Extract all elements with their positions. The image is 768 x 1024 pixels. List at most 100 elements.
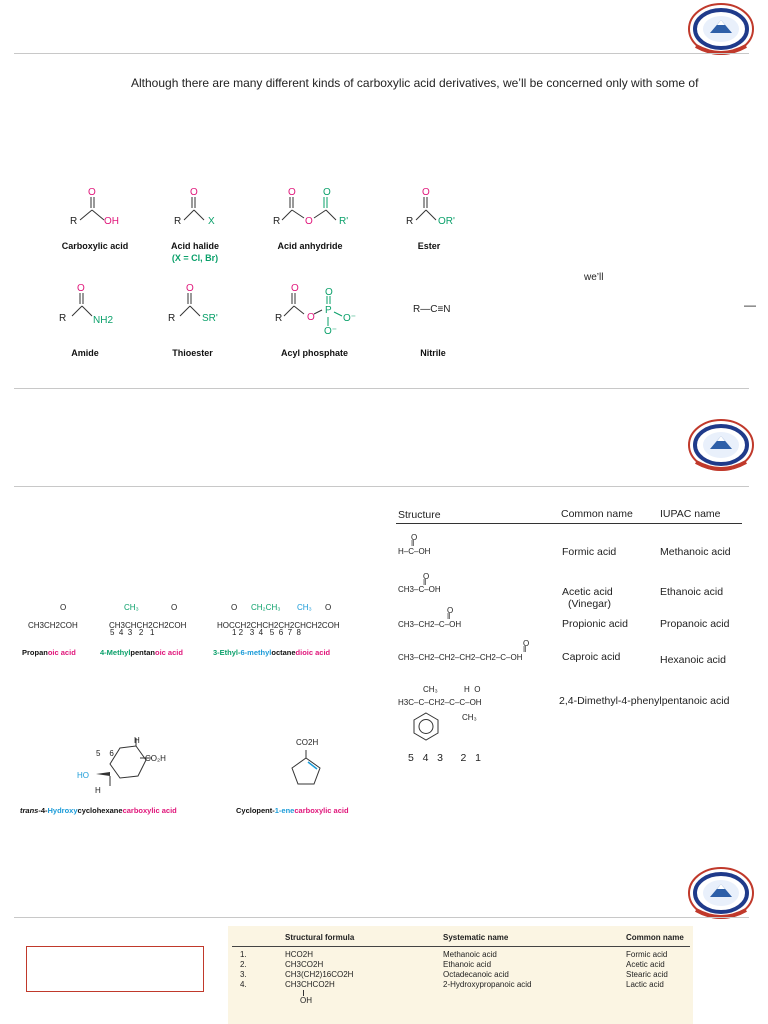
phenyl-ch3-top: CH₃: [423, 685, 438, 694]
t3-header-common: Common name: [626, 933, 684, 942]
t3-row3-num: 3.: [240, 970, 247, 979]
anhydride-r2: R': [339, 216, 349, 227]
row-phenyl-common: 2,4-Dimethyl-4-phenylpentanoic acid: [559, 695, 730, 707]
amide-structure: [71, 293, 93, 317]
ester-r: R: [406, 216, 414, 227]
formic-o: O: [411, 533, 418, 542]
t3-row4-common: Lactic acid: [626, 980, 664, 989]
university-logo: [686, 418, 756, 476]
t3-row1-common: Formic acid: [626, 950, 668, 959]
university-logo: [686, 866, 756, 924]
ex2-ch3: CH₃: [124, 603, 139, 612]
phosphate-o-top: O: [325, 287, 333, 298]
t3-rule: [232, 946, 690, 947]
halide-o: O: [190, 187, 198, 198]
amide-r: R: [59, 313, 67, 324]
ex3-name: 3-Ethyl-6-methyloctanedioic acid: [213, 648, 331, 657]
caproic-dbl: ‖: [523, 645, 527, 654]
acetic-o: O: [423, 572, 430, 581]
t3-row2-num: 2.: [240, 960, 247, 969]
ex2-numbers: 5 4 3 2 1: [110, 628, 155, 637]
ex3-ethyl: CH₂CH₃: [251, 603, 281, 612]
ester-structure: [415, 197, 437, 221]
cyclohexane-ring: [96, 738, 152, 786]
acetic-dbl: ‖: [423, 578, 427, 587]
label-amide: Amide: [71, 348, 99, 358]
t3-row2-formula: CH3CO2H: [285, 960, 324, 969]
row-propionic-iupac: Propanoic acid: [660, 618, 730, 630]
ex3-methyl: CH₃: [297, 603, 312, 612]
label-carboxylic-acid: Carboxylic acid: [61, 241, 129, 251]
side-dash: —: [744, 298, 756, 312]
divider: [14, 388, 749, 389]
t3-row3-systematic: Octadecanoic acid: [443, 970, 509, 979]
ex3-formula: HOCCH2CHCH2CH2CHCH2COH: [217, 621, 340, 630]
t3-row3-formula: CH3(CH2)16CO2H: [285, 970, 354, 979]
cyclopentene-co2h: CO2H: [296, 738, 319, 747]
ex2-formula: CH3CHCH2CH2COH: [109, 621, 187, 630]
phosphate-o-minus-right: O⁻: [343, 313, 357, 324]
row-caproic-structure: CH3–CH2–CH2–CH2–CH2–C–OH: [398, 653, 523, 662]
ester-o: O: [422, 187, 430, 198]
ex2-name: 4-Methylpentanoic acid: [100, 648, 183, 657]
label-nitrile: Nitrile: [420, 348, 446, 358]
empty-red-box: [26, 946, 204, 992]
cyclohexane-co2h: CO₂H: [145, 754, 166, 763]
carboxylic-acid-structure: [79, 197, 105, 221]
acid-anhydride-structure: [281, 197, 337, 221]
acid-halide-structure: [183, 197, 205, 221]
side-text: we’ll: [584, 272, 604, 283]
acyl-phosphate-structure: [283, 293, 343, 326]
label-ester: Ester: [417, 241, 441, 251]
label-acyl-phosphate: Acyl phosphate: [280, 348, 348, 358]
names-table: [228, 926, 693, 1024]
ex1-formula: CH3CH2COH: [28, 621, 78, 630]
header-common-name: Common name: [561, 508, 633, 520]
thioester-r: R: [168, 313, 176, 324]
ex1-o: O: [60, 603, 67, 612]
thioester-sr: SR': [202, 313, 218, 324]
t3-row4-bond: [303, 990, 304, 996]
header-iupac-name: IUPAC name: [660, 508, 721, 520]
row-phenyl-structure: H3C–C–CH2–C–C–OH: [398, 698, 482, 707]
nitrile-formula: R—C≡N: [413, 304, 451, 315]
phosphate-o-minus-bottom: O⁻: [324, 326, 338, 337]
propionic-dbl: ‖: [447, 612, 451, 621]
t3-row3-common: Stearic acid: [626, 970, 668, 979]
row-acetic-common-note: (Vinegar): [568, 598, 611, 610]
numbering: 5 4 3 2 1: [408, 752, 481, 764]
t3-row2-systematic: Ethanoic acid: [443, 960, 492, 969]
row-acetic-structure: CH3–C–OH: [398, 585, 441, 594]
row-propionic-structure: CH3–CH2–C–OH: [398, 620, 462, 629]
ex3-o-left: O: [231, 603, 238, 612]
ester-or: OR': [438, 216, 455, 227]
anhydride-r: R: [273, 216, 281, 227]
row-formic-common: Formic acid: [562, 546, 617, 558]
carboxylic-r: R: [70, 216, 78, 227]
anhydride-o-bridge: O: [305, 216, 313, 227]
t3-header-formula: Structural formula: [285, 933, 355, 942]
divider: [14, 917, 749, 918]
t3-row4-num: 4.: [240, 980, 247, 989]
carboxylic-oh: OH: [104, 216, 119, 227]
ex3-o-right: O: [325, 603, 332, 612]
table-header-rule: [396, 523, 742, 524]
t3-row4-formula: CH3CHCO2H: [285, 980, 335, 989]
cyclopentene-ring: [291, 750, 321, 785]
amide-nh2: NH2: [93, 315, 114, 326]
thioester-structure: [179, 293, 201, 317]
thioester-o: O: [186, 283, 194, 294]
row-propionic-common: Propionic acid: [562, 618, 628, 630]
phosphate-p: P: [325, 305, 332, 316]
university-logo: [686, 2, 756, 60]
label-acid-halide: Acid halide: [170, 241, 219, 251]
phosphate-r: R: [275, 313, 283, 324]
phosphate-o-bridge: O: [307, 312, 315, 323]
ex2-o: O: [171, 603, 178, 612]
formic-dbl: ‖: [411, 539, 415, 548]
label-thioester: Thioester: [172, 348, 213, 358]
t3-header-systematic: Systematic name: [443, 933, 509, 942]
t3-row4-systematic: 2-Hydroxypropanoic acid: [443, 980, 532, 989]
t3-row1-formula: HCO2H: [285, 950, 314, 959]
phosphate-o: O: [291, 283, 299, 294]
